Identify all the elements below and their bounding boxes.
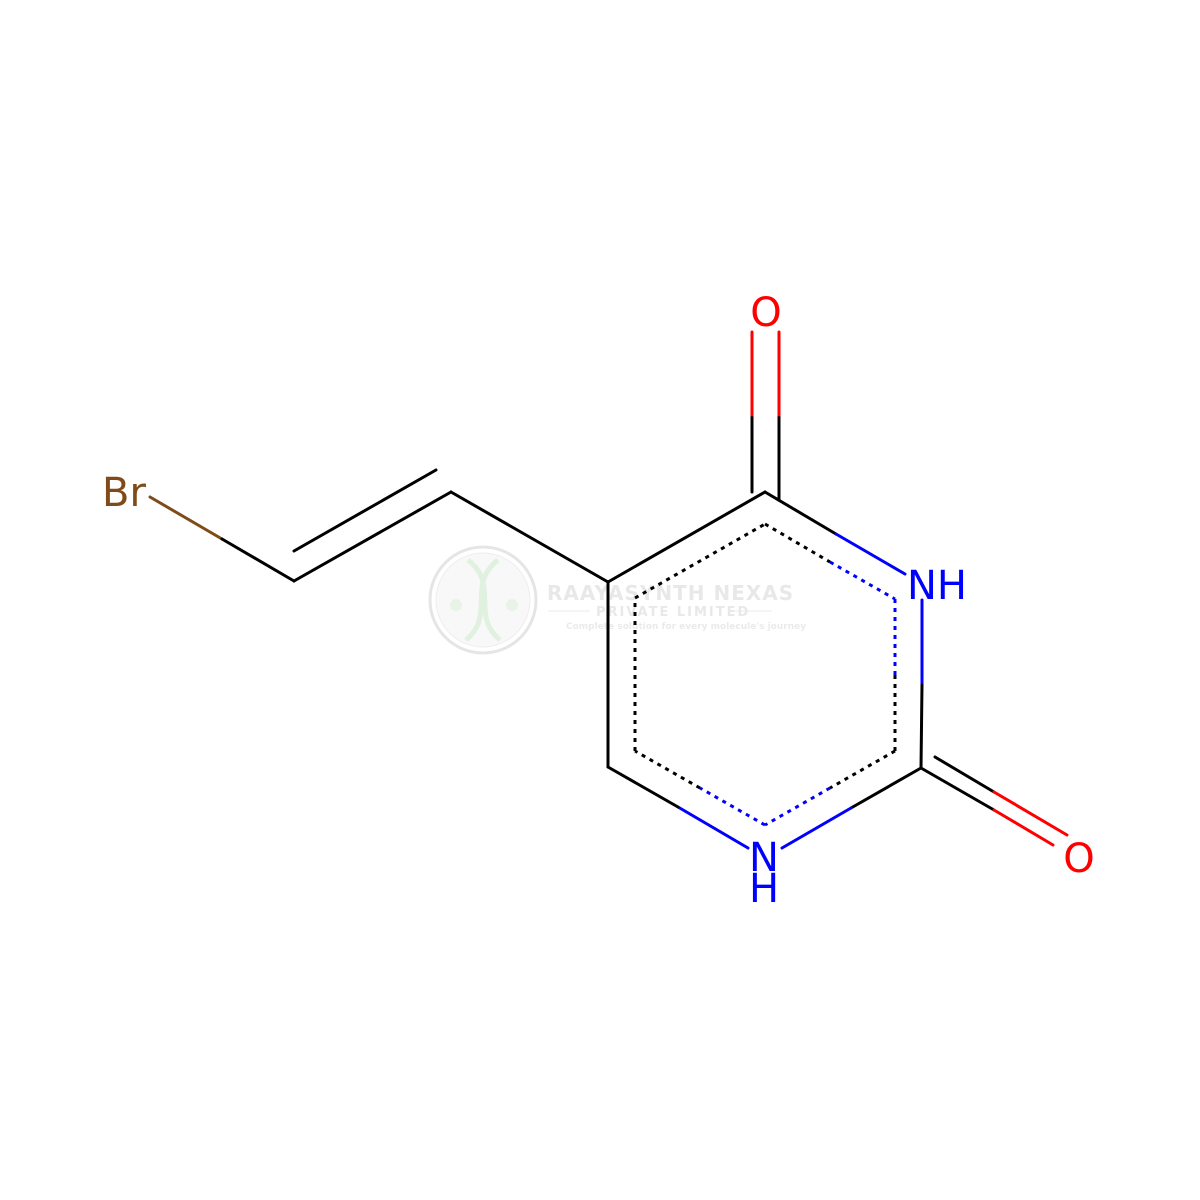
watermark-tagline: Complete solution for every molecule's j… [566,622,806,632]
aromatic-c4-n3-carbon [764,522,831,564]
bond-c4-n3-carbon [763,490,838,536]
bond-br-c-carbon [220,537,296,583]
bond-n1-c6-nitrogen [676,805,750,850]
bond-vinyl-double-main [292,490,453,583]
aromatic-c2-n1-nitrogen [764,786,831,827]
dna-helix-icon [450,558,518,642]
atom-oxygen-right: O [1063,836,1094,882]
bond-c2-o-second-c [933,755,996,794]
aromatic-c5-c4 [634,522,766,600]
aromatic-ring-dashes [633,522,897,827]
aromatic-n1-c6-carbon [634,749,701,790]
bond-c2-n1-nitrogen [780,806,853,850]
watermark-subtitle: PRIVATE LIMITED [596,605,750,620]
atom-labels: Br O NH O N H [102,290,1095,912]
atom-bromine: Br [102,470,146,516]
bond-br-c [148,495,224,541]
bond-vinyl-ring [449,490,610,584]
watermark-logo-ring [428,545,538,655]
atom-oxygen-top: O [750,290,781,336]
bonds [148,330,1069,850]
bond-c5-c4 [606,490,767,584]
bond-c2-o-main-oxygen [992,808,1055,847]
bond-c2-o-main-carbon [919,766,996,812]
bond-c4-n3-nitrogen [834,532,907,576]
atom-nh-right: NH [907,563,967,609]
atom-hydrogen-bottom: H [749,866,779,912]
watermark: RAAYASYNTH NEXAS PRIVATE LIMITED Complet… [428,545,806,655]
bond-c2-n1-carbon [849,766,923,810]
bond-vinyl-double-second [292,468,438,553]
bond-n1-c6-carbon [606,765,680,809]
watermark-name: RAAYASYNTH NEXAS [547,581,794,605]
atom-nitrogen-bottom: N [749,835,779,881]
aromatic-n1-c6-nitrogen [699,786,766,827]
bond-n3-c2-carbon [919,683,924,770]
aromatic-c4-n3-nitrogen [829,560,896,601]
aromatic-c2-n1-carbon [829,749,896,790]
bond-c2-o-second-o [992,790,1069,837]
